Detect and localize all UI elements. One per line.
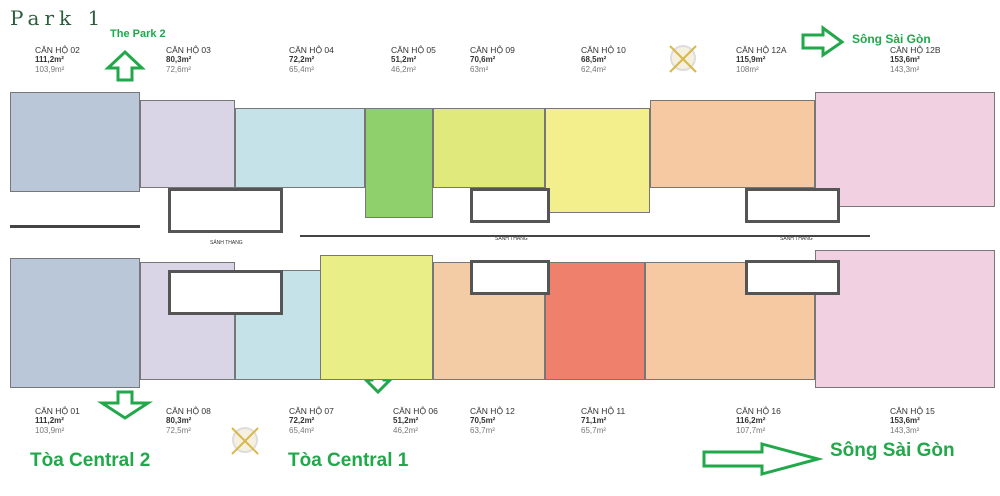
- unit-net: 65,4m²: [289, 65, 314, 74]
- unit-03[interactable]: [140, 100, 235, 188]
- unit-gross: 116,2m²: [736, 416, 766, 425]
- unit-12b[interactable]: [815, 92, 995, 207]
- unit-02[interactable]: [10, 92, 140, 192]
- unit-15[interactable]: [815, 250, 995, 388]
- unit-net: 62,4m²: [581, 65, 606, 74]
- unit-gross: 153,6m²: [890, 416, 920, 425]
- unit-name: CĂN HỘ 05: [391, 45, 436, 55]
- building-central-2-label: Tòa Central 2: [30, 450, 151, 471]
- stair-core-left: [168, 270, 283, 315]
- river-label-top: Sông Sài Gòn: [852, 32, 931, 46]
- unit-gross: 153,6m²: [890, 55, 920, 64]
- stair-core-center: [470, 260, 550, 295]
- unit-name: CĂN HỘ 15: [890, 406, 935, 416]
- unit-04[interactable]: [235, 108, 365, 188]
- arrow-down-icon: [96, 390, 154, 420]
- unit-name: CĂN HỘ 08: [166, 406, 211, 416]
- unit-net: 72,5m²: [166, 426, 191, 435]
- unit-10[interactable]: [545, 108, 650, 213]
- unit-gross: 80,3m²: [166, 55, 192, 64]
- compass-icon: [669, 45, 697, 73]
- stair-core-right: [745, 260, 840, 295]
- unit-net: 107,7m²: [736, 426, 766, 435]
- unit-gross: 51,2m²: [393, 416, 419, 425]
- unit-gross: 111,2m²: [35, 55, 64, 64]
- unit-gross: 72,2m²: [289, 416, 315, 425]
- unit-net: 46,2m²: [391, 65, 416, 74]
- arrow-up-icon: [104, 49, 146, 82]
- corridor-wall: [300, 235, 870, 237]
- unit-05[interactable]: [365, 108, 433, 218]
- compass-icon: [231, 427, 259, 455]
- unit-net: 63,7m²: [470, 426, 495, 435]
- plan-title: Park 1: [10, 6, 106, 30]
- unit-net: 65,4m²: [289, 426, 314, 435]
- unit-net: 63m²: [470, 65, 489, 74]
- elevator-core-center: [470, 188, 550, 223]
- unit-gross: 80,3m²: [166, 416, 192, 425]
- arrow-right-icon: [801, 25, 845, 58]
- unit-name: CĂN HỘ 09: [470, 45, 515, 55]
- the-park-2-label: The Park 2: [110, 28, 166, 40]
- unit-name: CĂN HỘ 12: [470, 406, 515, 416]
- unit-name: CĂN HỘ 04: [289, 45, 334, 55]
- elevator-core-right: [745, 188, 840, 223]
- unit-net: 65,7m²: [581, 426, 606, 435]
- unit-01[interactable]: [10, 258, 140, 388]
- unit-name: CĂN HỘ 10: [581, 45, 626, 55]
- unit-name: CĂN HỘ 12A: [736, 45, 787, 55]
- unit-12a[interactable]: [650, 100, 815, 188]
- unit-net: 143,3m²: [890, 426, 920, 435]
- unit-net: 72,6m²: [166, 65, 191, 74]
- unit-gross: 68,5m²: [581, 55, 607, 64]
- river-label-bottom: Sông Sài Gòn: [830, 440, 955, 461]
- unit-name: CĂN HỘ 02: [35, 45, 80, 55]
- corridor-wall: [10, 225, 140, 228]
- unit-net: 103,9m²: [35, 426, 65, 435]
- lobby-label-right: SẢNH THANG: [780, 236, 813, 242]
- unit-gross: 111,2m²: [35, 416, 64, 425]
- unit-name: CĂN HỘ 06: [393, 406, 438, 416]
- unit-gross: 51,2m²: [391, 55, 417, 64]
- unit-name: CĂN HỘ 03: [166, 45, 211, 55]
- unit-name: CĂN HỘ 11: [581, 406, 626, 416]
- elevator-core-left: [168, 188, 283, 233]
- unit-net: 46,2m²: [393, 426, 418, 435]
- unit-net: 108m²: [736, 65, 759, 74]
- unit-net: 143,3m²: [890, 65, 920, 74]
- arrow-right-large-icon: [702, 442, 824, 476]
- unit-net: 103,9m²: [35, 65, 65, 74]
- lobby-label-left: SẢNH THANG: [210, 240, 243, 246]
- lobby-label-center: SẢNH THANG: [495, 236, 528, 242]
- building-central-1-label: Tòa Central 1: [288, 450, 409, 471]
- unit-gross: 72,2m²: [289, 55, 315, 64]
- unit-gross: 71,1m²: [581, 416, 607, 425]
- unit-gross: 70,5m²: [470, 416, 496, 425]
- unit-09[interactable]: [433, 108, 545, 188]
- unit-06[interactable]: [320, 255, 433, 380]
- unit-gross: 70,6m²: [470, 55, 496, 64]
- unit-11[interactable]: [545, 262, 645, 380]
- unit-name: CĂN HỘ 01: [35, 406, 80, 416]
- unit-name: CĂN HỘ 12B: [890, 45, 941, 55]
- unit-gross: 115,9m²: [736, 55, 766, 64]
- unit-name: CĂN HỘ 07: [289, 406, 334, 416]
- unit-name: CĂN HỘ 16: [736, 406, 781, 416]
